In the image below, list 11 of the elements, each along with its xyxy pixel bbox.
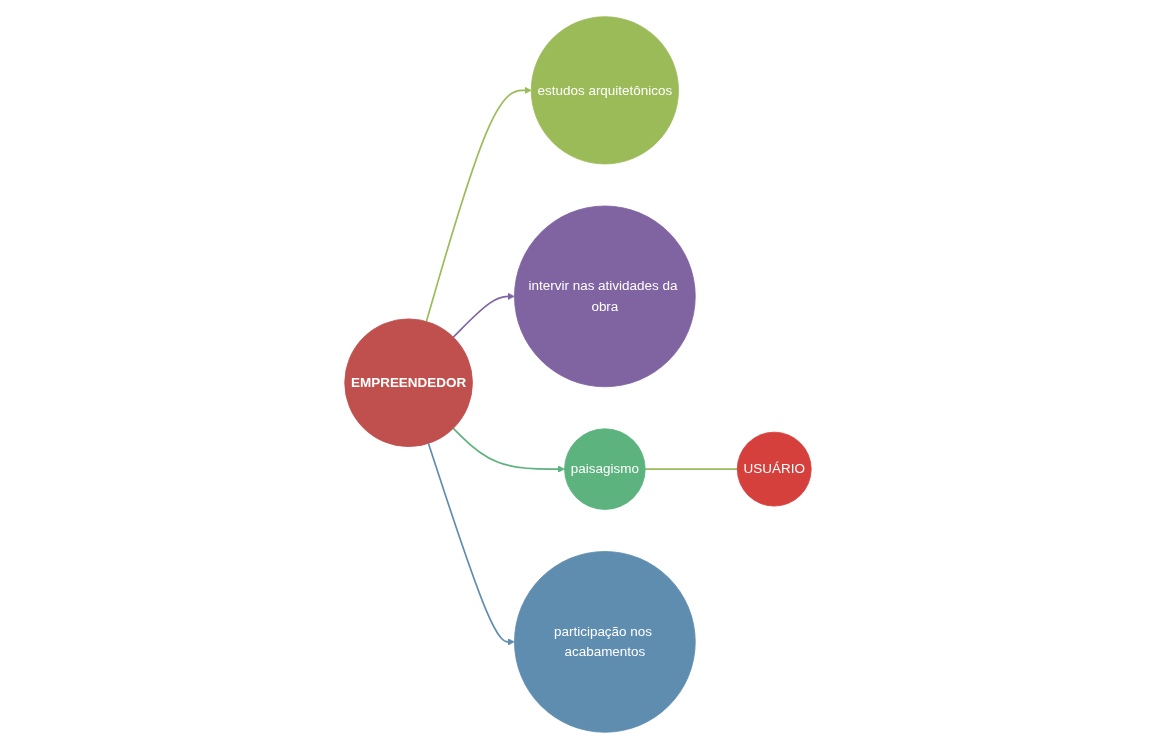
node-circle: paisagismo <box>563 428 646 510</box>
node-circle: intervir nas atividades da obra <box>513 205 696 388</box>
arrow <box>452 292 515 339</box>
connector <box>643 468 738 470</box>
arrow <box>427 442 515 646</box>
node-circle: EMPREENDEDOR <box>343 318 473 448</box>
arrow <box>425 86 532 323</box>
arrow <box>452 427 565 473</box>
node-circle: participação nos acabamentos <box>513 551 696 733</box>
node-circle: USUÁRIO <box>736 431 812 507</box>
node-circle: estudos arquitetônicos <box>530 16 679 165</box>
